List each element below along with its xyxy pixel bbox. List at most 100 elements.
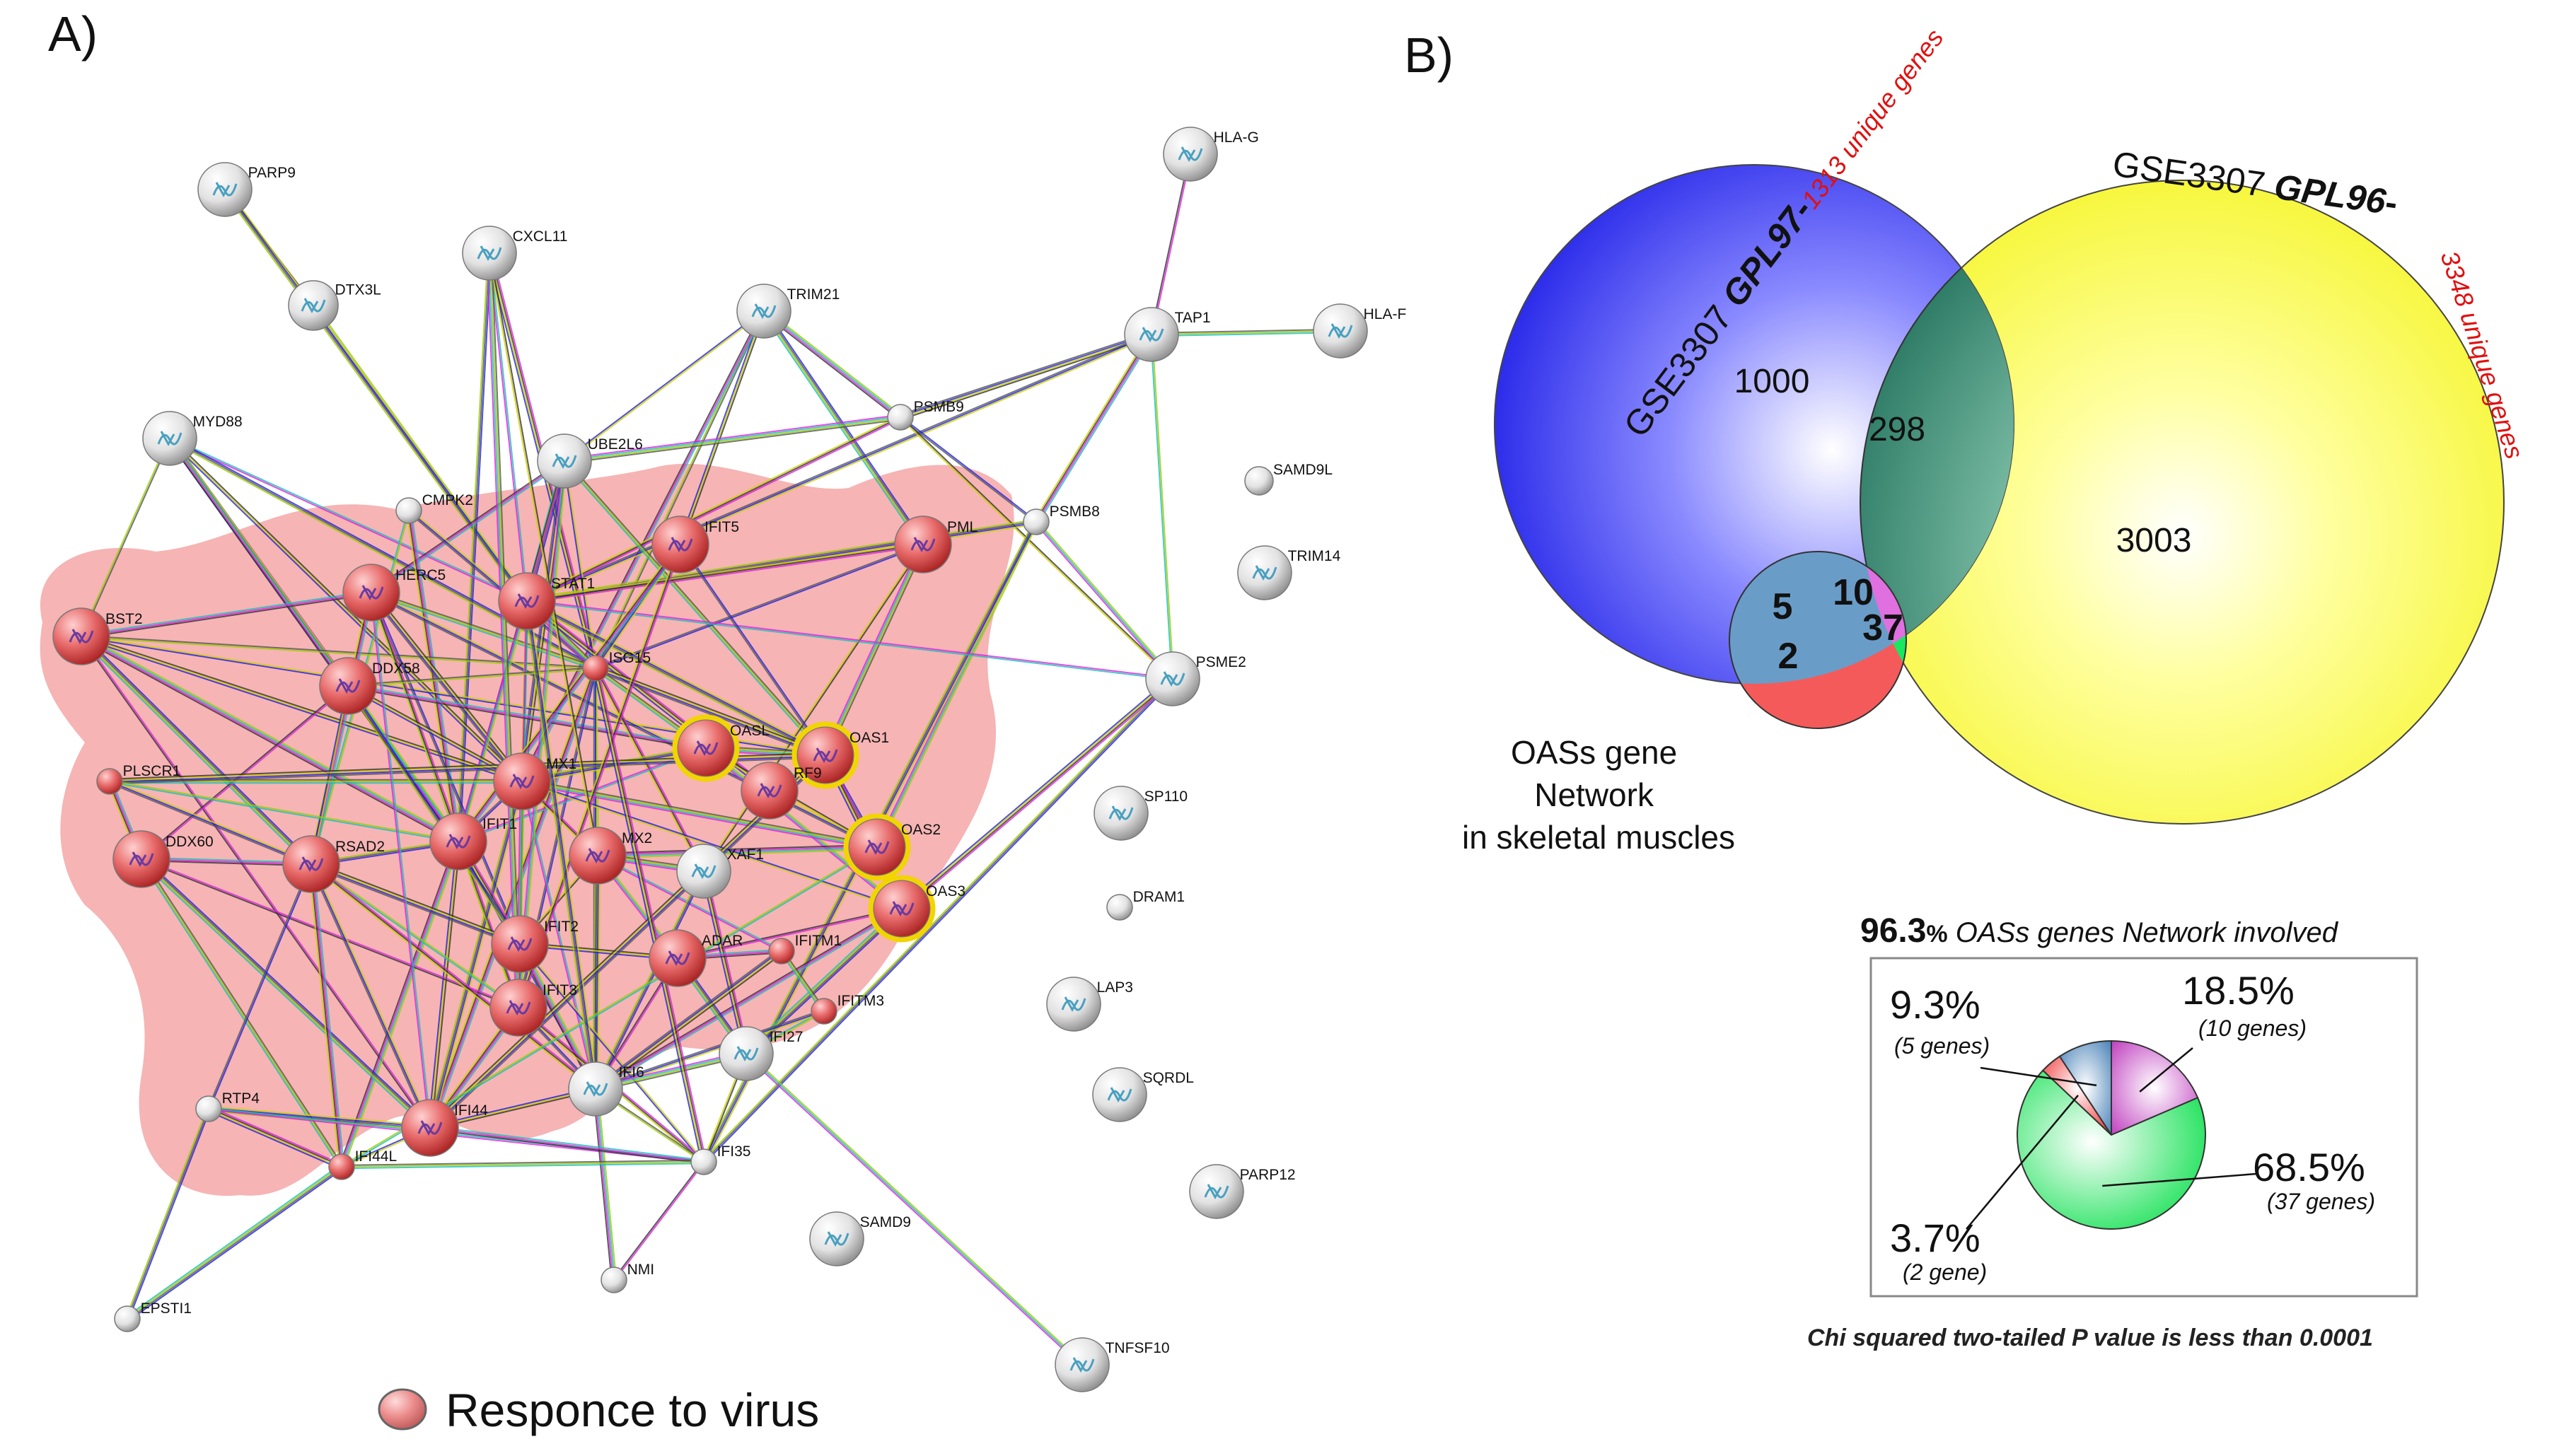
protein-structure-icon: [583, 1081, 608, 1097]
edge-mx1-ifi44: [427, 780, 521, 1128]
node-lap3[interactable]: LAP3: [1046, 977, 1133, 1032]
protein-structure-icon: [824, 1231, 849, 1247]
node-sqrdl[interactable]: SQRDL: [1092, 1067, 1194, 1122]
edge-trim21-psmb9: [764, 310, 902, 417]
node-plscr1[interactable]: PLSCR1: [96, 763, 180, 795]
node-nmi[interactable]: NMI: [601, 1262, 654, 1293]
edge-ifi44l-ifi35: [341, 1159, 704, 1166]
node-tap1[interactable]: TAP1: [1124, 307, 1211, 362]
edge-psme2-ifi35: [704, 679, 1175, 1164]
node-oas3[interactable]: OAS3: [868, 875, 965, 943]
protein-structure-icon: [585, 848, 610, 864]
edge-ddx60-ifit3: [141, 858, 519, 1008]
edge-ifi44l-epsti1: [125, 1164, 341, 1318]
panel-a-label: A): [48, 6, 98, 62]
node-oas1[interactable]: OAS1: [791, 721, 889, 789]
node-bubble: [582, 655, 609, 682]
node-psme2[interactable]: PSME2: [1145, 651, 1246, 706]
node-ddx58[interactable]: DDX58: [319, 657, 420, 715]
node-ifi35[interactable]: IFI35: [690, 1143, 750, 1175]
node-ifit1[interactable]: IFIT1: [429, 813, 517, 870]
node-trim21[interactable]: TRIM21: [736, 284, 840, 339]
pie-label-pct: 3.7%: [1890, 1216, 1980, 1260]
node-parp12[interactable]: PARP12: [1189, 1164, 1296, 1219]
node-ifit5[interactable]: IFIT5: [651, 516, 739, 573]
node-cxcl11[interactable]: CXCL11: [462, 226, 567, 281]
node-ddx60[interactable]: DDX60: [112, 830, 214, 888]
node-ifitm3[interactable]: IFITM3: [811, 993, 884, 1025]
node-ifi44[interactable]: IFI44: [401, 1099, 488, 1157]
edge-bst2-rsad2: [82, 634, 314, 863]
node-psmb8[interactable]: PSMB8: [1023, 503, 1100, 535]
node-hla-g[interactable]: HLA-G: [1163, 127, 1259, 182]
protein-structure-icon: [1061, 996, 1086, 1013]
node-bst2[interactable]: BST2: [52, 607, 143, 665]
node-mx2[interactable]: MX2: [569, 827, 652, 885]
node-epsti1[interactable]: EPSTI1: [114, 1300, 192, 1332]
node-adar[interactable]: ADAR: [649, 929, 743, 987]
node-herc5[interactable]: HERC5: [342, 564, 446, 622]
node-rtp4[interactable]: RTP4: [195, 1090, 260, 1122]
node-myd88[interactable]: MYD88: [142, 411, 243, 466]
edge-pml-oas1: [825, 544, 924, 756]
edge-oas3-ifi6: [596, 909, 903, 1091]
edge-isg15-ifi35: [593, 668, 704, 1163]
node-stat1[interactable]: STAT1: [498, 572, 595, 630]
node-ifitm1[interactable]: IFITM1: [768, 933, 842, 965]
node-oas2[interactable]: OAS2: [843, 813, 941, 881]
node-samd9[interactable]: SAMD9: [809, 1211, 911, 1266]
edge-bst2-herc5: [81, 590, 371, 636]
edge-pml-stat1: [527, 545, 924, 604]
edge-oas3-adar: [677, 907, 902, 958]
node-ifi27[interactable]: IFI27: [719, 1026, 803, 1081]
edge-oas2-mx2: [597, 844, 877, 854]
node-samd9l[interactable]: SAMD9L: [1244, 462, 1333, 496]
edge-herc5-isg15: [370, 593, 596, 671]
node-ifi6[interactable]: IFI6: [568, 1061, 644, 1117]
node-rf9[interactable]: RF9: [741, 762, 822, 820]
node-psmb9[interactable]: PSMB9: [887, 399, 964, 431]
node-dtx3l[interactable]: DTX3L: [288, 280, 381, 331]
edge-myd88-bst2: [80, 438, 170, 636]
edge-tap1-psmb8: [1036, 334, 1153, 523]
node-label: MYD88: [193, 414, 243, 430]
node-rsad2[interactable]: RSAD2: [282, 835, 385, 893]
node-parp9[interactable]: PARP9: [197, 162, 296, 217]
node-cmpk2[interactable]: CMPK2: [395, 492, 473, 524]
node-ifit2[interactable]: IFIT2: [491, 915, 579, 973]
edge-ddx58-mx1: [348, 684, 523, 781]
node-label: IFITM1: [795, 933, 842, 949]
node-pml[interactable]: PML: [894, 516, 978, 573]
protein-structure-icon: [1178, 146, 1203, 163]
node-isg15[interactable]: ISG15: [582, 650, 651, 682]
oas-label-line-2: Network: [1534, 776, 1654, 813]
node-label: UBE2L6: [588, 436, 643, 453]
node-label: SQRDL: [1143, 1070, 1194, 1086]
node-hla-f[interactable]: HLA-F: [1313, 303, 1406, 359]
node-oasl[interactable]: OASL: [672, 714, 770, 782]
edge-psmb9-ube2l6: [564, 417, 901, 463]
edge-myd88-mx1: [168, 438, 522, 784]
edge-rsad2-ifi44: [312, 863, 432, 1128]
edge-cxcl11-ifit3: [489, 252, 521, 1008]
node-ifi44l[interactable]: IFI44L: [328, 1148, 397, 1180]
edge-stat1-oas1: [526, 602, 825, 758]
node-xaf1[interactable]: XAF1: [676, 844, 764, 899]
node-sp110[interactable]: SP110: [1094, 786, 1188, 841]
node-tnfsf10[interactable]: TNFSF10: [1055, 1337, 1170, 1392]
edge-ube2l6-herc5: [371, 461, 566, 595]
node-ifit3[interactable]: IFIT3: [489, 979, 577, 1037]
edge-ifi44l-epsti1: [127, 1167, 343, 1320]
edge-herc5-isg15: [371, 592, 596, 669]
edge-ifit1-ifi44: [429, 841, 459, 1129]
edge-ddx58-ifit1: [349, 684, 461, 841]
node-bubble: [1244, 466, 1274, 496]
node-trim14[interactable]: TRIM14: [1237, 545, 1341, 600]
protein-structure-icon: [691, 863, 717, 880]
edge-tap1-hla-f: [1152, 332, 1341, 337]
node-mx1[interactable]: MX1: [493, 752, 576, 810]
node-ube2l6[interactable]: UBE2L6: [537, 433, 643, 489]
node-dram1[interactable]: DRAM1: [1106, 889, 1185, 921]
protein-structure-icon: [477, 245, 502, 262]
